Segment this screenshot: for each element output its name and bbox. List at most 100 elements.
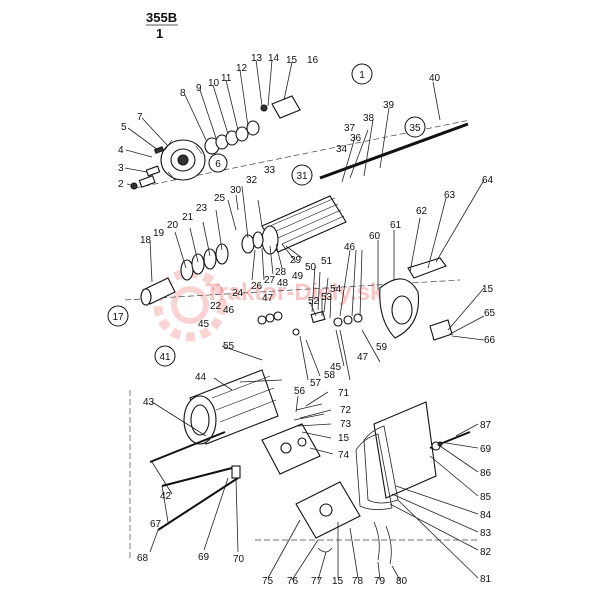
- part-label: 32: [246, 175, 258, 186]
- part-label: 68: [137, 553, 149, 564]
- part-label: 84: [480, 510, 492, 521]
- part-label: 87: [480, 420, 492, 431]
- leader-lines: [124, 59, 485, 581]
- part-label: 37: [344, 123, 356, 134]
- part-label: 69: [198, 552, 210, 563]
- callout-31: 31: [291, 164, 313, 186]
- armature-part: [261, 195, 347, 255]
- part-label: 19: [153, 228, 165, 239]
- part-label: 49: [292, 271, 304, 282]
- brush-ring-parts: [180, 231, 264, 281]
- callout-6: 6: [208, 153, 228, 173]
- part-label: 15: [286, 55, 298, 66]
- part-label: 5: [121, 122, 127, 133]
- part-label: 11: [221, 73, 232, 84]
- part-label: 36: [350, 133, 362, 144]
- part-label: 9: [196, 83, 202, 94]
- part-label: 16: [307, 55, 319, 66]
- part-label: 4: [118, 145, 124, 156]
- part-label: 43: [143, 397, 155, 408]
- part-label: 8: [180, 88, 186, 99]
- callout-41: 41: [154, 345, 176, 367]
- header-code: 355B: [146, 10, 177, 25]
- part-label: 58: [324, 370, 336, 381]
- callout-17: 17: [107, 305, 129, 327]
- part-label: 3: [118, 163, 124, 174]
- part-label: 75: [262, 576, 274, 587]
- part-label: 15: [332, 576, 344, 587]
- ring-set-parts: [204, 95, 301, 155]
- part-label: 70: [233, 554, 245, 565]
- part-label: 78: [352, 576, 364, 587]
- svg-text:41: 41: [159, 352, 171, 363]
- part-label: 20: [167, 220, 179, 231]
- part-label: 15: [338, 433, 350, 444]
- part-label: 79: [374, 576, 386, 587]
- callout-1: 1: [351, 63, 373, 85]
- part-label: 64: [482, 175, 494, 186]
- part-label: 62: [416, 206, 428, 217]
- part-labels: 2 3 4 5 7 8 9 10 11 12 13 14 15 16 18 19…: [118, 53, 496, 587]
- part-label: 55: [223, 341, 235, 352]
- svg-text:31: 31: [296, 171, 308, 182]
- part-label: 30: [230, 185, 242, 196]
- svg-text:6: 6: [215, 159, 221, 170]
- part-label: 54: [330, 284, 342, 295]
- part-label: 45: [330, 362, 342, 373]
- part-label: 65: [484, 308, 496, 319]
- part-label: 27: [264, 275, 276, 286]
- part-label: 47: [262, 293, 274, 304]
- part-label: 33: [264, 165, 276, 176]
- part-label: 67: [150, 519, 162, 530]
- part-label: 47: [357, 352, 369, 363]
- part-label: 56: [294, 386, 306, 397]
- part-label: 34: [336, 144, 348, 155]
- part-label: 24: [232, 288, 244, 299]
- part-label: 22: [210, 301, 222, 312]
- part-label: 85: [480, 492, 492, 503]
- through-bolt-parts: [149, 431, 241, 531]
- field-frame-part: [183, 369, 279, 445]
- part-label: 38: [363, 113, 375, 124]
- svg-text:1: 1: [359, 70, 365, 81]
- part-label: 71: [338, 388, 350, 399]
- part-label: 57: [310, 378, 322, 389]
- part-label: 61: [390, 220, 402, 231]
- part-label: 83: [480, 528, 492, 539]
- solenoid-housing-part: [261, 403, 325, 475]
- part-label: 69: [480, 444, 492, 455]
- part-label: 52: [308, 296, 320, 307]
- part-label: 40: [429, 73, 441, 84]
- end-housing-part: [160, 139, 206, 181]
- part-label: 7: [137, 112, 143, 123]
- part-label: 50: [305, 262, 317, 273]
- part-label: 2: [118, 179, 124, 190]
- part-label: 46: [344, 242, 356, 253]
- part-label: 80: [396, 576, 408, 587]
- part-label: 48: [277, 278, 289, 289]
- header-sheet: 1: [156, 26, 163, 41]
- part-label: 42: [160, 491, 172, 502]
- part-label: 26: [251, 281, 263, 292]
- svg-text:17: 17: [112, 312, 124, 323]
- part-label: 39: [383, 100, 395, 111]
- part-label: 60: [369, 231, 381, 242]
- part-label: 46: [223, 305, 235, 316]
- part-label: 77: [311, 576, 323, 587]
- part-label: 82: [480, 547, 492, 558]
- part-label: 63: [444, 190, 456, 201]
- part-label: 23: [196, 203, 208, 214]
- part-label: 44: [195, 372, 207, 383]
- part-label: 12: [236, 63, 248, 74]
- part-label: 21: [182, 212, 194, 223]
- part-label: 51: [321, 256, 333, 267]
- part-label: 76: [287, 576, 299, 587]
- part-label: 86: [480, 468, 492, 479]
- callout-35: 35: [404, 116, 426, 138]
- terminal-bolt-part: [429, 431, 471, 451]
- part-label: 25: [214, 193, 226, 204]
- part-label: 73: [340, 419, 352, 430]
- part-label: 15: [482, 284, 494, 295]
